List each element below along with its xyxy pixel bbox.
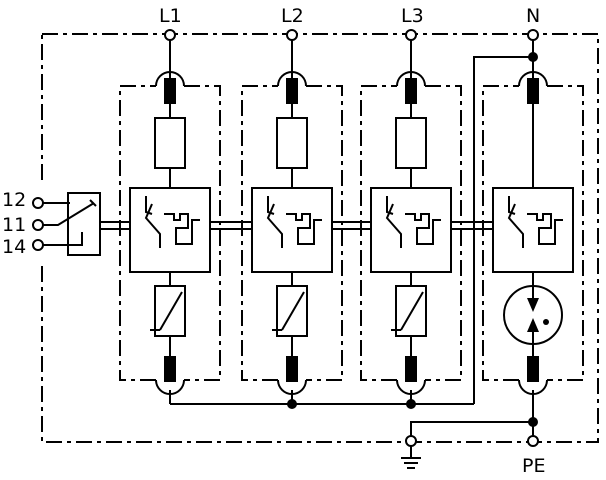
terminal-pe	[527, 435, 539, 447]
disconnector-l1	[129, 187, 211, 273]
n-feed-wire	[473, 56, 533, 404]
junction-l2-bottom	[287, 399, 297, 409]
terminal-label-l1: L1	[159, 5, 182, 27]
contact-label-12: 12	[2, 189, 26, 211]
terminal-n	[527, 29, 539, 41]
junction-l3-bottom	[406, 399, 416, 409]
terminal-label-pe: PE	[522, 455, 545, 477]
fuse-l2	[276, 117, 308, 169]
module-l3	[360, 40, 462, 404]
terminal-11	[32, 219, 44, 231]
earth-ground-icon	[401, 446, 421, 469]
contact-label-14: 14	[2, 236, 26, 258]
mechanical-coupling	[100, 221, 493, 230]
terminal-12	[32, 197, 44, 209]
ground-wire	[410, 421, 533, 436]
contact-label-11: 11	[2, 214, 26, 236]
disconnector-l2	[251, 187, 333, 273]
fuse-l3	[395, 117, 427, 169]
terminal-label-l2: L2	[281, 5, 304, 27]
disconnector-n	[492, 187, 574, 273]
terminal-14	[32, 239, 44, 251]
terminal-l3	[405, 29, 417, 41]
disconnector-l3	[370, 187, 452, 273]
terminal-ground	[405, 435, 417, 447]
remote-signal-contact	[32, 192, 101, 256]
terminal-label-l3: L3	[401, 5, 424, 27]
terminal-label-n: N	[526, 5, 540, 27]
fuse-l1	[154, 117, 186, 169]
module-l1	[119, 40, 221, 404]
module-n	[482, 40, 584, 436]
terminal-l2	[286, 29, 298, 41]
terminal-l1	[164, 29, 176, 41]
module-l2	[241, 40, 343, 404]
